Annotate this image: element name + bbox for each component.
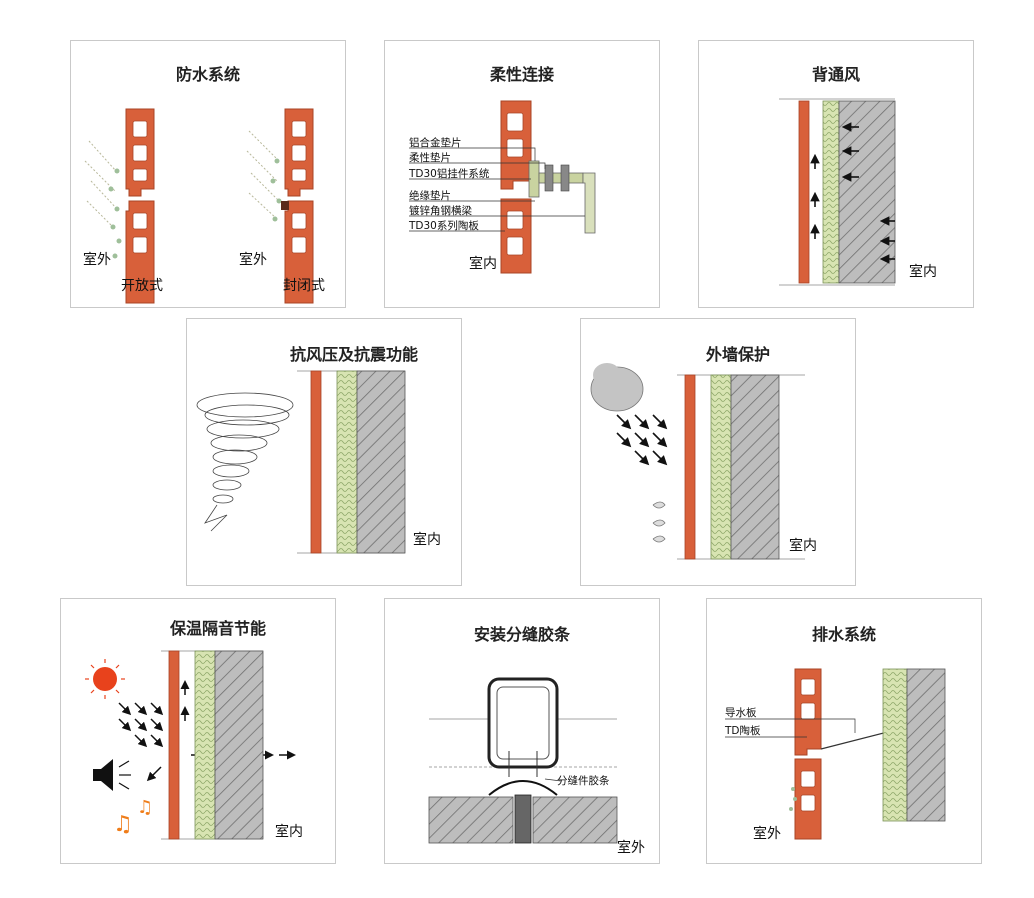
panel-title: 防水系统 [175,65,240,84]
label-aluminum-gasket: 铝合金垫片 [409,137,462,149]
flexible-diagram [409,100,596,274]
panel-title: 柔性连接 [489,65,554,84]
panel-title: 排水系统 [811,625,876,644]
waterproof-diagram [84,108,314,304]
insulation-diagram: ♫ ♫ [85,650,296,840]
label-flexible-gasket: 柔性垫片 [409,152,451,164]
wind-diagram [196,370,406,554]
guide-board-label: 导水板 [725,707,757,719]
strip-label: 分缝件胶条 [557,775,610,787]
panel-title: 安装分缝胶条 [473,625,570,644]
drainage-diagram [725,668,946,840]
indoor-label: 室内 [789,538,817,554]
outdoor-label: 室外 [83,252,111,268]
panel-wind: 抗风压及抗震功能 室内 [186,318,462,586]
panel-drainage: 排水系统 导水板 TD陶板 室外 [706,598,982,864]
panel-waterproof: 防水系统 室外 开放式 室外 [70,40,346,308]
panel-joint: 安装分缝胶条 分缝件胶条 室外 [384,598,660,864]
panel-title: 保温隔音节能 [169,619,266,638]
open-label: 开放式 [121,278,163,294]
panel-flexible: 柔性连接 铝合金垫片 柔性垫片 TD30铝挂件系统 绝缘垫片 镀锌角钢横梁 TD… [384,40,660,308]
indoor-label: 室内 [469,256,497,272]
outdoor-label: 室外 [617,840,645,856]
joint-diagram [428,677,618,844]
label-insulating-gasket: 绝缘垫片 [409,190,451,202]
closed-label: 封闭式 [283,278,325,294]
wallprotect-diagram [590,363,805,560]
panel-title: 外墙保护 [705,345,770,364]
panel-ventilation: 背通风 室内 [698,40,974,308]
outdoor-label-2: 室外 [239,252,267,268]
label-hanger-system: TD30铝挂件系统 [409,168,490,180]
svg-text:♫: ♫ [137,797,153,818]
label-tile-series: TD30系列陶板 [409,220,479,232]
tile-label: TD陶板 [725,725,761,737]
indoor-label: 室内 [275,824,303,840]
indoor-label: 室内 [413,532,441,548]
panel-insulation: 保温隔音节能 ♫ ♫ 室内 [60,598,336,864]
panel-title: 背通风 [811,65,860,84]
ventilation-diagram [779,98,896,286]
panel-title: 抗风压及抗震功能 [289,345,418,364]
label-steel-beam: 镀锌角钢横梁 [409,205,472,217]
outdoor-label: 室外 [753,826,781,842]
svg-text:♫: ♫ [113,812,133,837]
panel-wallprotect: 外墙保护 室内 [580,318,856,586]
indoor-label: 室内 [909,264,937,280]
